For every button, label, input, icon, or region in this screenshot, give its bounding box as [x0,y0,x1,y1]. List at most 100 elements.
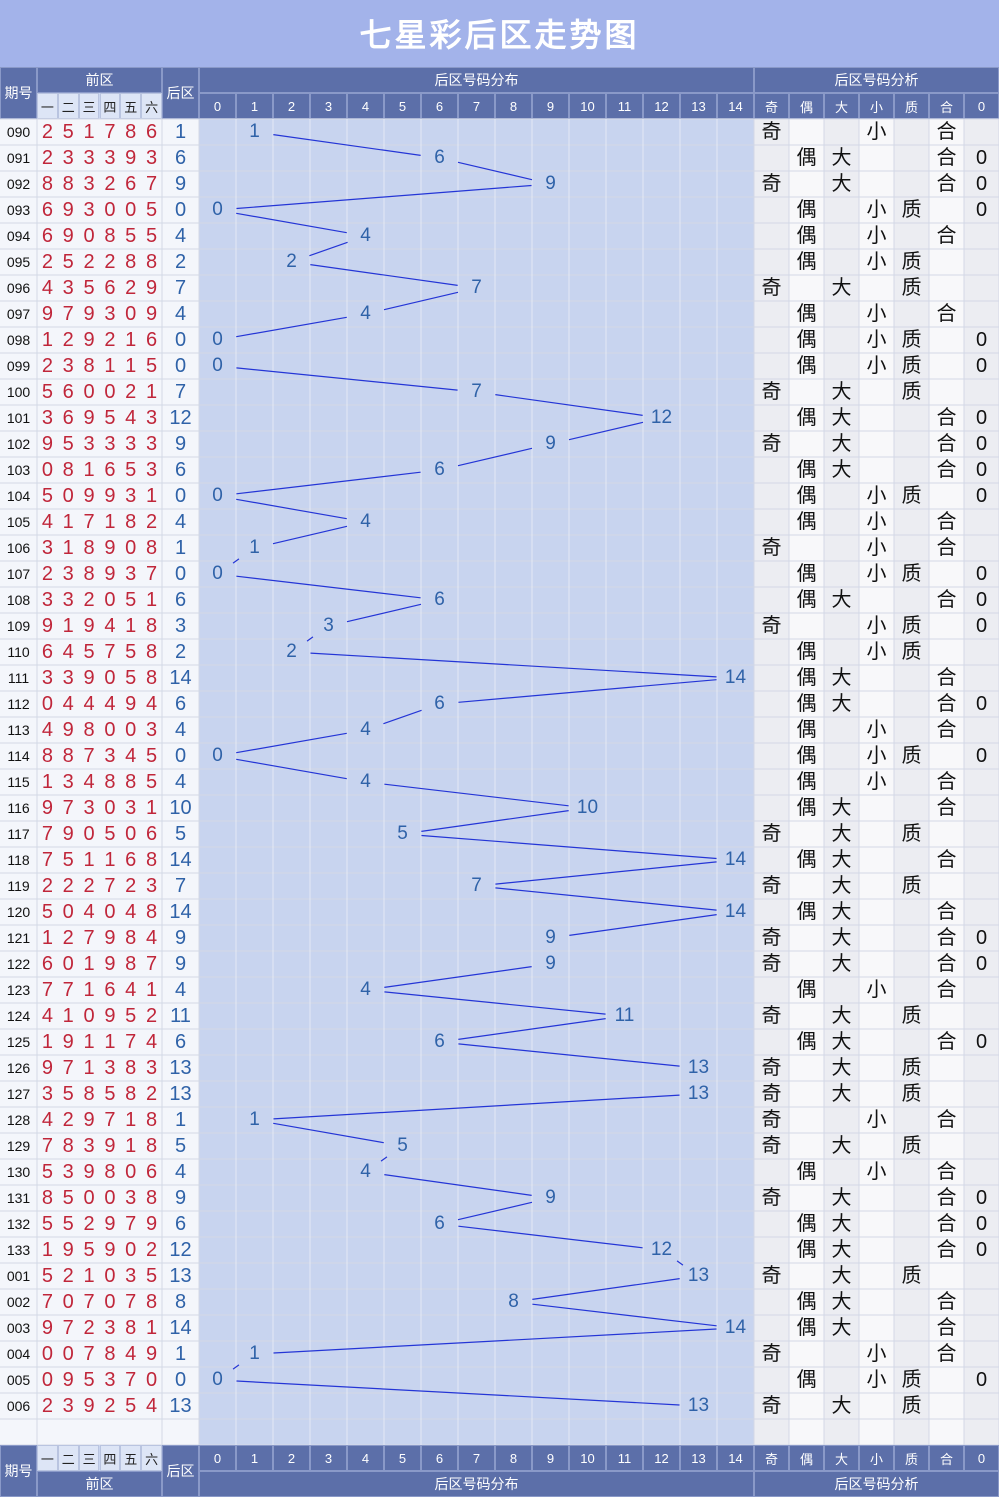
issue-number: 133 [6,1242,31,1258]
grid-band [964,119,999,1445]
analysis-value: 奇 [761,953,782,975]
front-digit: 9 [104,1005,116,1027]
front-digit: 4 [104,615,116,637]
trend-mark: 0 [212,1369,223,1390]
trend-mark: 9 [545,173,556,194]
front-digit: 3 [83,147,95,169]
issue-number: 123 [6,982,31,998]
front-digit: 7 [104,1109,116,1131]
analysis-value: 质 [901,615,922,637]
front-digit: 5 [125,667,137,689]
front-digit: 9 [125,693,137,715]
trend-segment [384,783,569,807]
header-front-col: 四 [99,93,121,119]
header-dist-col: 12 [643,1445,680,1471]
analysis-value: 大 [831,693,852,715]
front-digit: 5 [83,641,95,663]
front-digit: 0 [125,1161,137,1183]
analysis-value: 奇 [761,1057,782,1079]
trend-mark: 14 [724,667,747,688]
front-digit: 1 [62,615,74,637]
front-digit: 4 [83,771,95,793]
front-digit: 3 [41,407,53,429]
front-digit: 1 [83,1265,95,1287]
grid-band [199,119,754,1445]
grid-band [789,119,824,1445]
trend-segment [384,966,532,988]
front-digit: 8 [104,1161,116,1183]
header-dist-col: 6 [421,93,458,119]
issue-number: 106 [6,540,31,556]
header-analysis-col: 0 [964,1445,999,1471]
front-digit: 5 [125,589,137,611]
front-digit: 8 [125,771,137,793]
back-number: 9 [174,173,187,195]
issue-number: 122 [6,956,31,972]
front-digit: 0 [125,719,137,741]
back-number: 6 [174,1213,187,1235]
analysis-value: 质 [901,251,922,273]
trend-segment [232,558,240,564]
front-digit: 2 [83,1317,95,1339]
issue-number: 002 [6,1294,31,1310]
front-digit: 5 [83,1239,95,1261]
front-digit: 4 [125,979,137,1001]
front-digit: 3 [41,667,53,689]
back-number: 7 [174,875,187,897]
trend-mark: 7 [471,277,482,298]
front-digit: 4 [41,719,53,741]
issue-number: 120 [6,904,31,920]
front-digit: 0 [62,953,74,975]
analysis-value: 偶 [796,797,817,819]
front-digit: 8 [146,251,158,273]
analysis-value: 偶 [796,563,817,585]
front-digit: 5 [41,381,53,403]
analysis-value: 大 [831,1057,852,1079]
analysis-value: 奇 [761,1343,782,1365]
front-digit: 6 [146,823,158,845]
front-digit: 8 [146,537,158,559]
front-digit: 5 [125,641,137,663]
front-digit: 8 [146,1291,158,1313]
issue-number: 118 [7,852,30,868]
front-digit: 5 [62,1083,74,1105]
front-digit: 1 [104,1031,116,1053]
analysis-value: 大 [831,797,852,819]
analysis-value: 大 [831,459,852,481]
front-digit: 9 [83,1395,95,1417]
grid-band [824,119,859,1445]
front-digit: 1 [41,329,53,351]
header-issue: 期号 [0,1445,37,1497]
back-number: 6 [174,589,187,611]
front-digit: 3 [125,485,137,507]
front-digit: 9 [146,303,158,325]
front-digit: 2 [146,1083,158,1105]
issue-number: 093 [6,202,31,218]
analysis-value: 合 [936,1239,957,1261]
front-digit: 0 [146,1369,158,1391]
analysis-value: 偶 [796,1369,817,1391]
front-digit: 5 [62,849,74,871]
trend-mark: 10 [576,797,599,818]
back-number: 10 [169,797,192,819]
issue-number: 092 [6,176,31,192]
front-digit: 3 [104,303,116,325]
front-digit: 1 [125,1109,137,1131]
front-digit: 9 [146,1213,158,1235]
front-digit: 6 [104,277,116,299]
analysis-value: 小 [866,641,887,663]
front-digit: 3 [146,433,158,455]
front-digit: 4 [41,277,53,299]
front-digit: 2 [125,277,137,299]
